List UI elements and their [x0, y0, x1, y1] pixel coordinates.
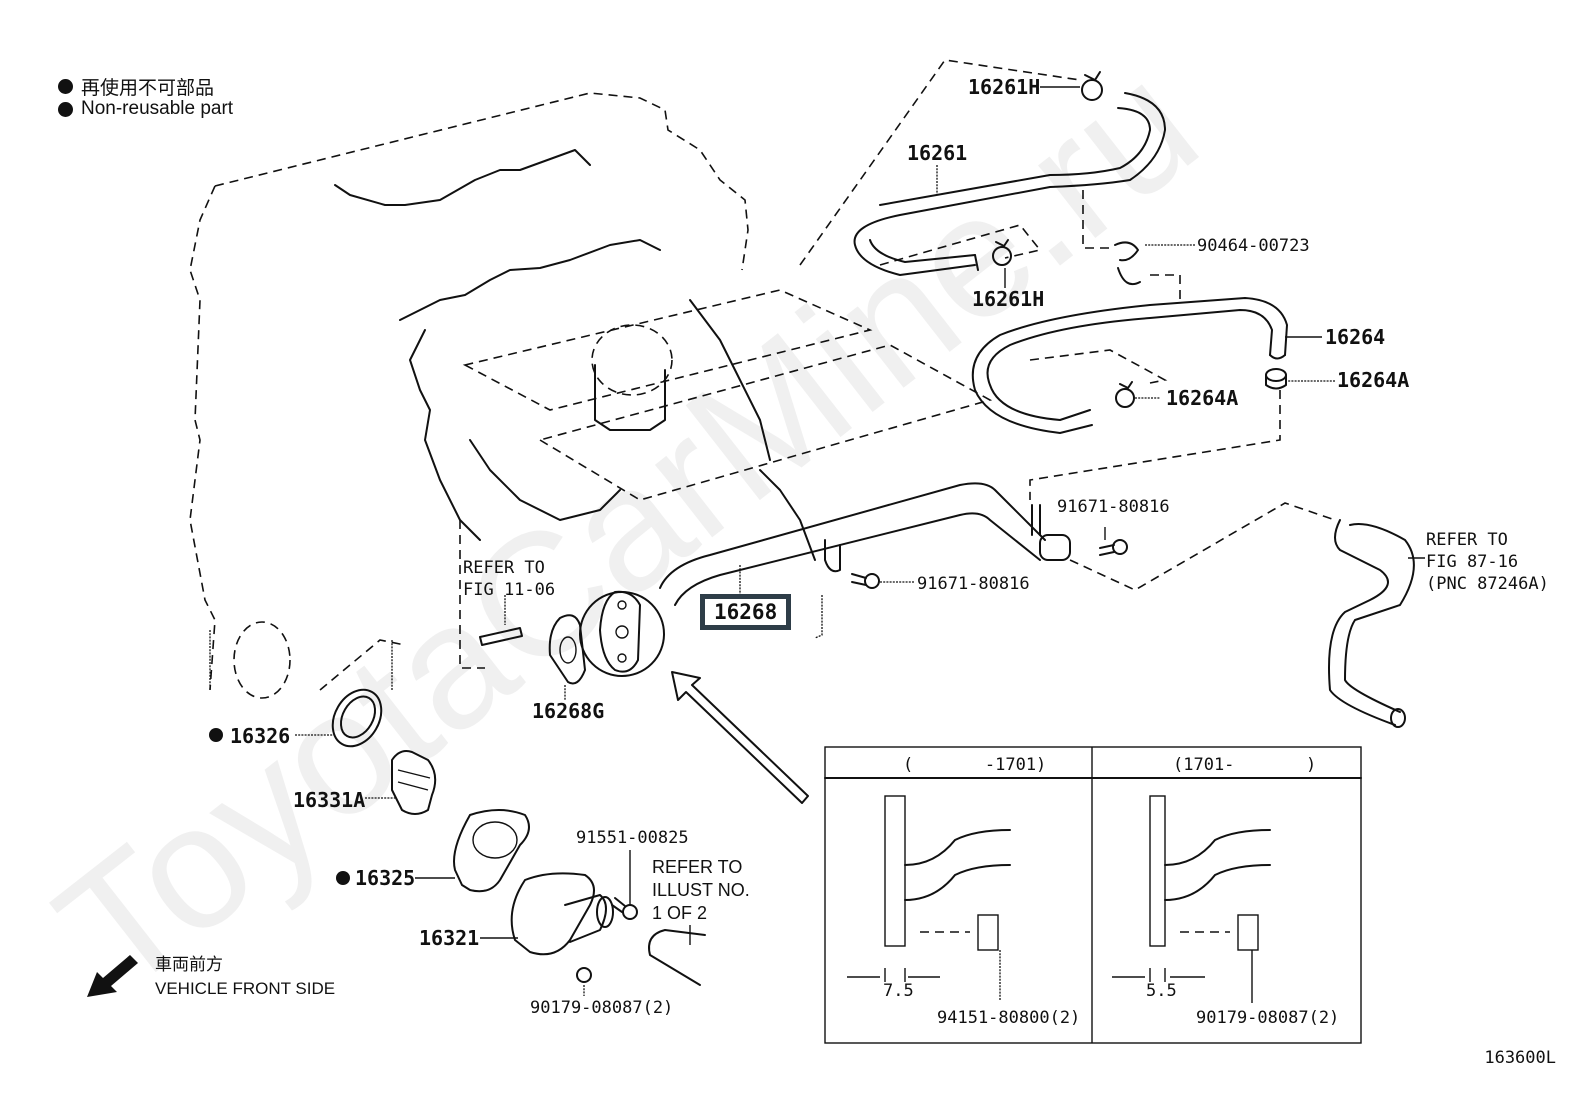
label-16326: 16326	[230, 724, 290, 748]
label-16264A-left: 16264A	[1166, 386, 1238, 410]
ref-illust-line3: 1 OF 2	[652, 903, 707, 923]
label-16331A: 16331A	[293, 788, 365, 812]
label-16325: 16325	[355, 866, 415, 890]
gasket-16268G	[548, 614, 586, 685]
watermark: ToyotaCarMine.ru	[23, 26, 1231, 1030]
legend-item-en: Non-reusable part	[58, 98, 233, 120]
hose-16261	[853, 92, 1166, 276]
ref-fig-87-16-line2: FIG 87-16	[1426, 552, 1518, 572]
hose-illust-1-of-2	[648, 929, 706, 986]
non-reusable-bullet-icon	[209, 728, 223, 742]
vehicle-front-label: 車両前方 VEHICLE FRONT SIDE	[155, 953, 335, 1001]
engine-block-outline	[189, 92, 816, 699]
clamp-16264A-right	[1265, 368, 1287, 390]
hose-fig-87-16	[1328, 519, 1415, 728]
label-91671-80816-lower: 91671-80816	[917, 574, 1030, 594]
label-16264A-right: 16264A	[1337, 368, 1409, 392]
dimension-left: 7.5	[883, 981, 914, 1001]
highlighted-part-label: 16268	[714, 600, 778, 624]
label-91671-80816-upper: 91671-80816	[1057, 497, 1170, 517]
non-reusable-bullet-icon	[58, 101, 73, 117]
figure-number: 163600L	[1484, 1048, 1556, 1068]
table-part-right: 90179-08087(2)	[1196, 1008, 1339, 1028]
clamp-16261H-top	[1081, 71, 1103, 101]
legend-text-jp: 再使用不可部品	[81, 78, 215, 99]
highlighted-part-16268[interactable]: 16268	[700, 594, 792, 630]
water-inlet-16321	[510, 872, 614, 956]
connection-lines	[319, 59, 1336, 691]
thermostat-16331A	[391, 750, 437, 815]
bolt-91551-00825	[611, 897, 638, 920]
label-16261H-top: 16261H	[968, 75, 1040, 99]
seal-16326	[331, 688, 383, 748]
bolt-91671-upper	[1099, 539, 1128, 556]
label-91551-00825: 91551-00825	[576, 828, 689, 848]
legend-item-jp: 再使用不可部品	[58, 73, 214, 100]
non-reusable-bullet-icon	[58, 79, 73, 94]
ref-fig-11-06-line1: REFER TO	[463, 558, 545, 578]
label-90464-00723: 90464-00723	[1197, 236, 1310, 256]
label-16264: 16264	[1325, 325, 1385, 349]
ref-illust-line2: ILLUST NO.	[652, 880, 750, 900]
table-header-left: ( -1701)	[903, 755, 1046, 775]
vehicle-front-en: VEHICLE FRONT SIDE	[155, 979, 336, 998]
label-16321: 16321	[419, 926, 479, 950]
clamp-16261H-bottom	[992, 239, 1012, 266]
non-reusable-bullet-icon	[336, 871, 350, 885]
ref-fig-11-06-line2: FIG 11-06	[463, 580, 555, 600]
legend-text-en: Non-reusable part	[81, 98, 234, 119]
nut-90179-08087	[576, 967, 592, 983]
clip-90464	[1114, 241, 1141, 286]
label-16261: 16261	[907, 141, 967, 165]
view-arrow	[671, 671, 809, 804]
clamp-16264A-left	[1115, 381, 1135, 408]
table-header-right: (1701- )	[1173, 755, 1316, 775]
gasket-16325	[453, 809, 530, 893]
dimension-right: 5.5	[1146, 981, 1177, 1001]
ref-illust-line1: REFER TO	[652, 857, 742, 877]
detail-table	[824, 746, 1362, 1044]
pipe-16268	[659, 482, 1071, 606]
label-16268G: 16268G	[532, 699, 604, 723]
bolt-91671-lower	[851, 573, 880, 589]
hose-16264	[971, 297, 1288, 434]
vehicle-front-jp: 車両前方	[155, 955, 223, 974]
table-part-left: 94151-80800(2)	[937, 1008, 1080, 1028]
leader-lines	[295, 86, 1425, 996]
arrow-down-left-icon	[87, 955, 138, 997]
ref-fig-87-16-line3: (PNC 87246A)	[1426, 574, 1549, 594]
label-90179-08087: 90179-08087(2)	[530, 998, 673, 1018]
label-16261H-bottom: 16261H	[972, 287, 1044, 311]
ref-fig-87-16-line1: REFER TO	[1426, 530, 1508, 550]
stud-fig-11-06	[479, 627, 523, 646]
